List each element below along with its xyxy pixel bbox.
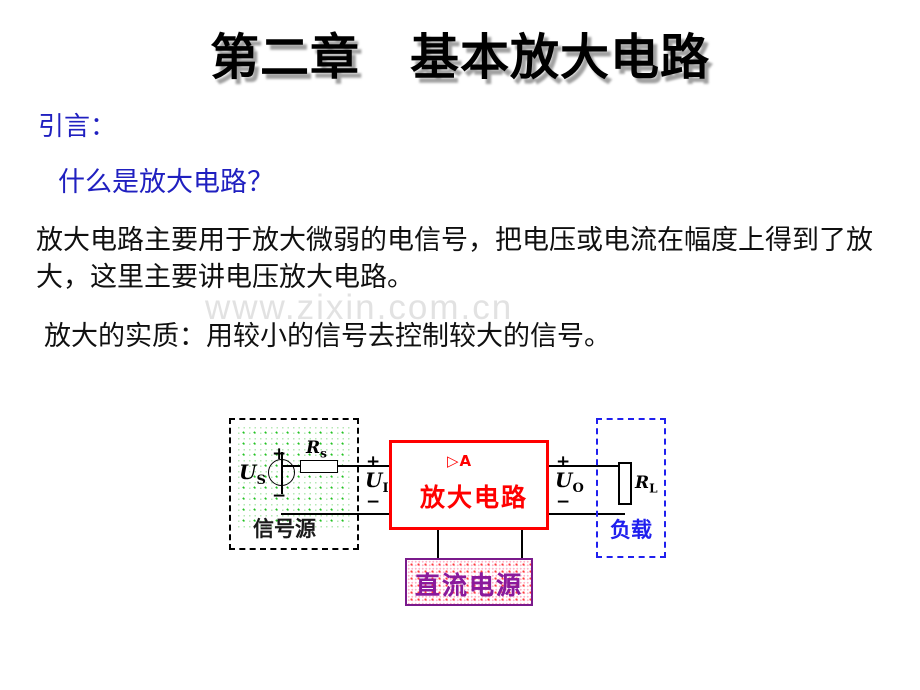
label-load: 负载 [610,518,652,542]
intro-label: 引言： [38,112,117,142]
wire-source-bottom [281,513,359,515]
wire-source-top [281,465,301,467]
resistor-rl [618,462,632,505]
sign-plus-input: + [366,452,381,472]
signal-source-box [229,418,359,550]
sign-minus-output: − [556,492,571,512]
watermark: www.zixin.com.cn [205,288,514,327]
wire-rs-right [337,465,359,467]
paragraph-definition: 放大电路主要用于放大微弱的电信号，把电压或电流在幅度上得到了放大，这里主要讲电压… [36,225,873,293]
page-title: 第二章 基本放大电路 [209,28,710,86]
wire-dc-left [437,530,439,558]
label-rs: Rs [306,438,327,461]
amplifier-label: 放大电路 [420,483,529,512]
label-signal-source: 信号源 [253,517,316,541]
block-diagram: US + − Rs 信号源 UI + − ▷A 放大电路 UO + − RL 负… [225,410,695,625]
dc-supply-label: 直流电源 [415,571,524,600]
label-rl: RL [635,473,658,496]
sign-plus-output: + [556,452,571,472]
label-ui: UI [365,468,389,496]
resistor-rs [300,460,338,473]
load-box [596,418,666,558]
paragraph-essence: 放大的实质：用较小的信号去控制较大的信号。 [44,321,611,352]
sign-plus-source: + [272,444,287,464]
intro-question: 什么是放大电路？ [58,167,274,198]
voltage-source-bar [281,452,283,494]
sign-minus-input: − [366,492,381,512]
sign-minus-source: − [272,486,287,506]
amplifier-triangle-icon: ▷A [447,452,473,470]
wire-output-bottom [549,513,625,515]
label-uo: UO [555,468,584,496]
amplifier-box [389,440,549,530]
wire-dc-right [521,530,523,558]
dc-supply-box [405,558,533,606]
wire-output-top [549,465,625,467]
label-us: US [239,460,266,488]
